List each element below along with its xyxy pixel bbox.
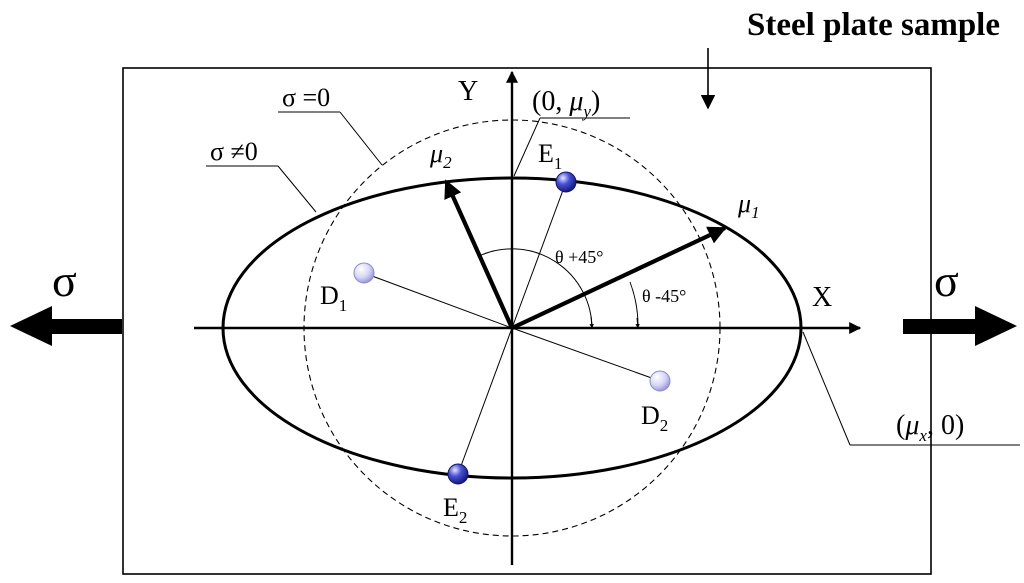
diagram-title: Steel plate sample [747, 7, 1000, 43]
x-axis-label: X [812, 282, 832, 313]
sigma-right-label: σ [934, 255, 959, 306]
tension-arrow-right [903, 306, 1017, 346]
sensor-d2 [649, 370, 671, 392]
sensor-e1 [555, 171, 577, 193]
y-axis-label: Y [458, 76, 478, 107]
label-d2: D2 [641, 401, 668, 435]
sigma-left-label: σ [52, 255, 77, 306]
label-sigma-zero: σ =0 [282, 83, 330, 112]
label-sigma-nonzero: σ ≠0 [210, 137, 258, 166]
vector-mu2 [444, 179, 514, 329]
line-e2 [457, 327, 513, 475]
vector-mu1 [511, 226, 727, 330]
angle-minus-label: θ -45° [642, 286, 686, 306]
label-mu1: μ1 [737, 189, 760, 222]
callout-sigma-nonzero-leader [277, 165, 317, 213]
label-e2: E2 [443, 493, 467, 527]
label-mu-y: (0, μy) [532, 86, 600, 121]
line-e1 [511, 181, 567, 329]
line-d2 [511, 327, 661, 382]
sensor-e2 [447, 463, 469, 485]
label-e1: E1 [538, 139, 562, 173]
label-d1: D1 [320, 281, 347, 315]
label-mu2: μ2 [429, 139, 452, 172]
angle-arc-minus-tip [635, 317, 640, 329]
callout-mu-x-leader [802, 331, 851, 446]
label-mu-x: (μx, 0) [896, 410, 964, 445]
angle-plus-label: θ +45° [555, 247, 603, 267]
line-d1 [363, 272, 513, 329]
callout-sigma-zero-leader [339, 111, 383, 166]
sensor-d1 [353, 262, 375, 284]
callout-mu-y-leader [513, 117, 541, 177]
tension-arrow-left [10, 306, 122, 346]
angle-arc-plus [478, 248, 593, 329]
angle-arc-plus-tip [589, 315, 594, 329]
